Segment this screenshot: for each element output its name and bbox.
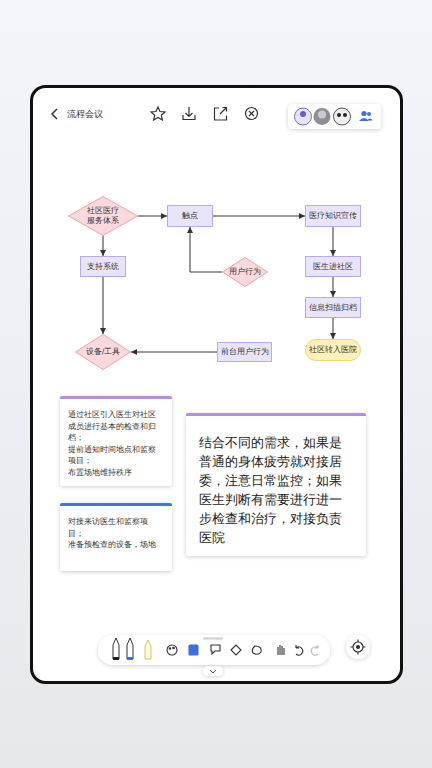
flow-arrow [131,352,217,353]
flow-arrow [190,227,222,272]
download-icon [183,107,195,120]
process-box: 医疗知识宣传 [305,205,361,227]
node-text: 触点 [182,211,198,221]
pen-icon [127,638,133,660]
node-text: 支持系统 [87,262,119,272]
people-icon [359,111,373,121]
avatar [337,113,341,117]
decision-diamond: 用户行为 [222,257,268,287]
node-text: 医生进社区 [313,262,353,272]
avatar [314,108,331,125]
note-card: 结合不同的需求，如果是普通的身体疲劳就对接居委，注意日常监控；如果医生判断有需要… [186,413,366,556]
diamond-shape [223,258,268,287]
chevron-icon [210,670,216,673]
diamond-shape [69,197,138,236]
avatar-bar [288,104,381,129]
terminal-box: 社区转入医院 [305,339,361,361]
page-title: 流程会议 [67,108,103,121]
collapse-tab [203,666,223,676]
share-icon [215,108,227,121]
flow-arrow [333,318,334,339]
node-text: 设备/工具 [86,347,121,357]
highlighter-icon [145,640,151,659]
node-text: 社区医疗 服务体系 [85,206,121,226]
process-box: 信息扫描归档 [305,297,361,318]
flow-arrow [333,277,334,297]
node-text: 社区转入医院 [309,345,357,355]
star-icon [151,107,165,120]
locate-button [346,635,370,659]
note-card: 对接来访医生和监察项目；准备预检查的设备，场地 [60,503,172,571]
node-text: 提前通知时间地点和监察项目； [68,444,160,467]
tablet-frame [32,87,402,683]
node-text: 通过社区引入医生对社区成员进行基本的检查和归档； [68,409,160,444]
locate-icon [351,640,366,655]
toolbar-handle [203,638,223,640]
avatar [295,108,312,125]
node-text: 信息扫描归档 [309,303,357,313]
node-text: 对接来访医生和监察项目； [68,516,160,539]
tool-icons [167,645,318,655]
node-text: 前台用户行为 [221,347,269,357]
node-text: 用户行为 [229,267,261,277]
diamond-shape [76,335,131,370]
process-box: 触点 [167,205,213,227]
flow-arrow [103,236,104,256]
process-box: 支持系统 [80,256,126,277]
avatar [300,111,306,117]
decision-diamond: 社区医疗 服务体系 [68,196,138,236]
flow-arrow [333,227,334,256]
toolbar [98,635,330,665]
flow-arrow [103,277,104,334]
node-text: 准备预检查的设备，场地 [68,539,160,551]
avatar [343,113,347,117]
pen-icon [113,638,119,660]
note-card: 通过社区引入医生对社区成员进行基本的检查和归档；提前通知时间地点和监察项目；布置… [60,396,172,486]
decision-diamond: 设备/工具 [75,334,131,370]
node-text: 结合不同的需求，如果是普通的身体疲劳就对接居委，注意日常监控；如果医生判断有需要… [199,433,345,547]
flow-arrow [138,216,167,217]
close-icon [246,108,258,120]
avatar [318,111,326,119]
node-text: 布置场地维持秩序 [68,467,160,479]
avatar [334,108,351,125]
back-icon [52,109,57,119]
flow-arrow [213,216,305,217]
process-box: 医生进社区 [305,256,361,277]
node-text: 医疗知识宣传 [309,211,357,221]
process-box: 前台用户行为 [217,342,272,362]
